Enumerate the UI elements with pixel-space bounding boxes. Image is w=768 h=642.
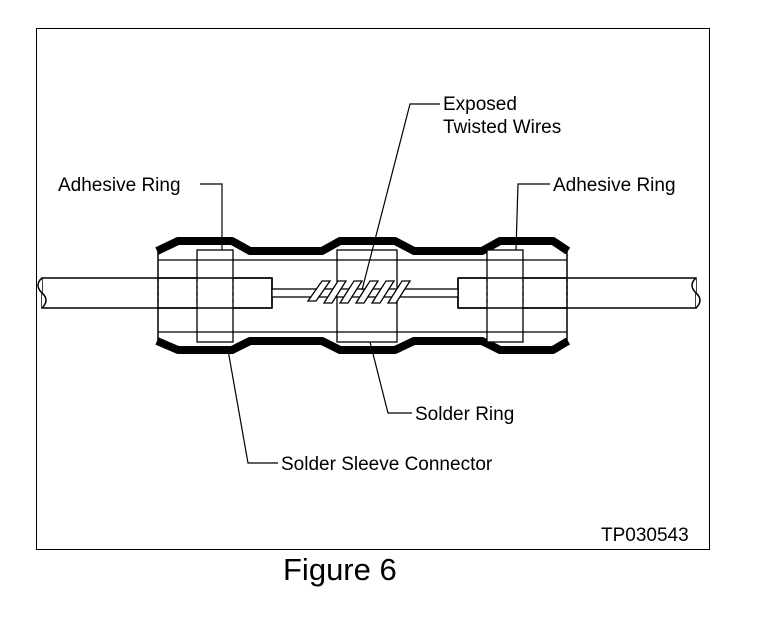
- label-adhesive-ring-left: Adhesive Ring: [58, 175, 181, 196]
- figure-frame: [36, 28, 710, 550]
- reference-code: TP030543: [601, 525, 689, 546]
- left-adhesive-ring: [196, 249, 234, 343]
- left-wire: [37, 277, 273, 309]
- twisted-wires: [306, 280, 412, 304]
- label-solder-ring: Solder Ring: [415, 404, 514, 425]
- hidden-wire-edges: [157, 278, 568, 308]
- leader-lines: [200, 103, 550, 464]
- sleeve-top-edge: [155, 237, 571, 255]
- label-exposed-line1: Exposed: [443, 94, 517, 115]
- figure-caption: Figure 6: [283, 552, 397, 587]
- label-solder-sleeve-connector: Solder Sleeve Connector: [281, 454, 493, 475]
- label-adhesive-ring-right: Adhesive Ring: [553, 175, 676, 196]
- right-adhesive-ring: [486, 249, 524, 343]
- sleeve-bottom-edge: [155, 337, 571, 354]
- label-exposed-line2: Twisted Wires: [443, 117, 561, 138]
